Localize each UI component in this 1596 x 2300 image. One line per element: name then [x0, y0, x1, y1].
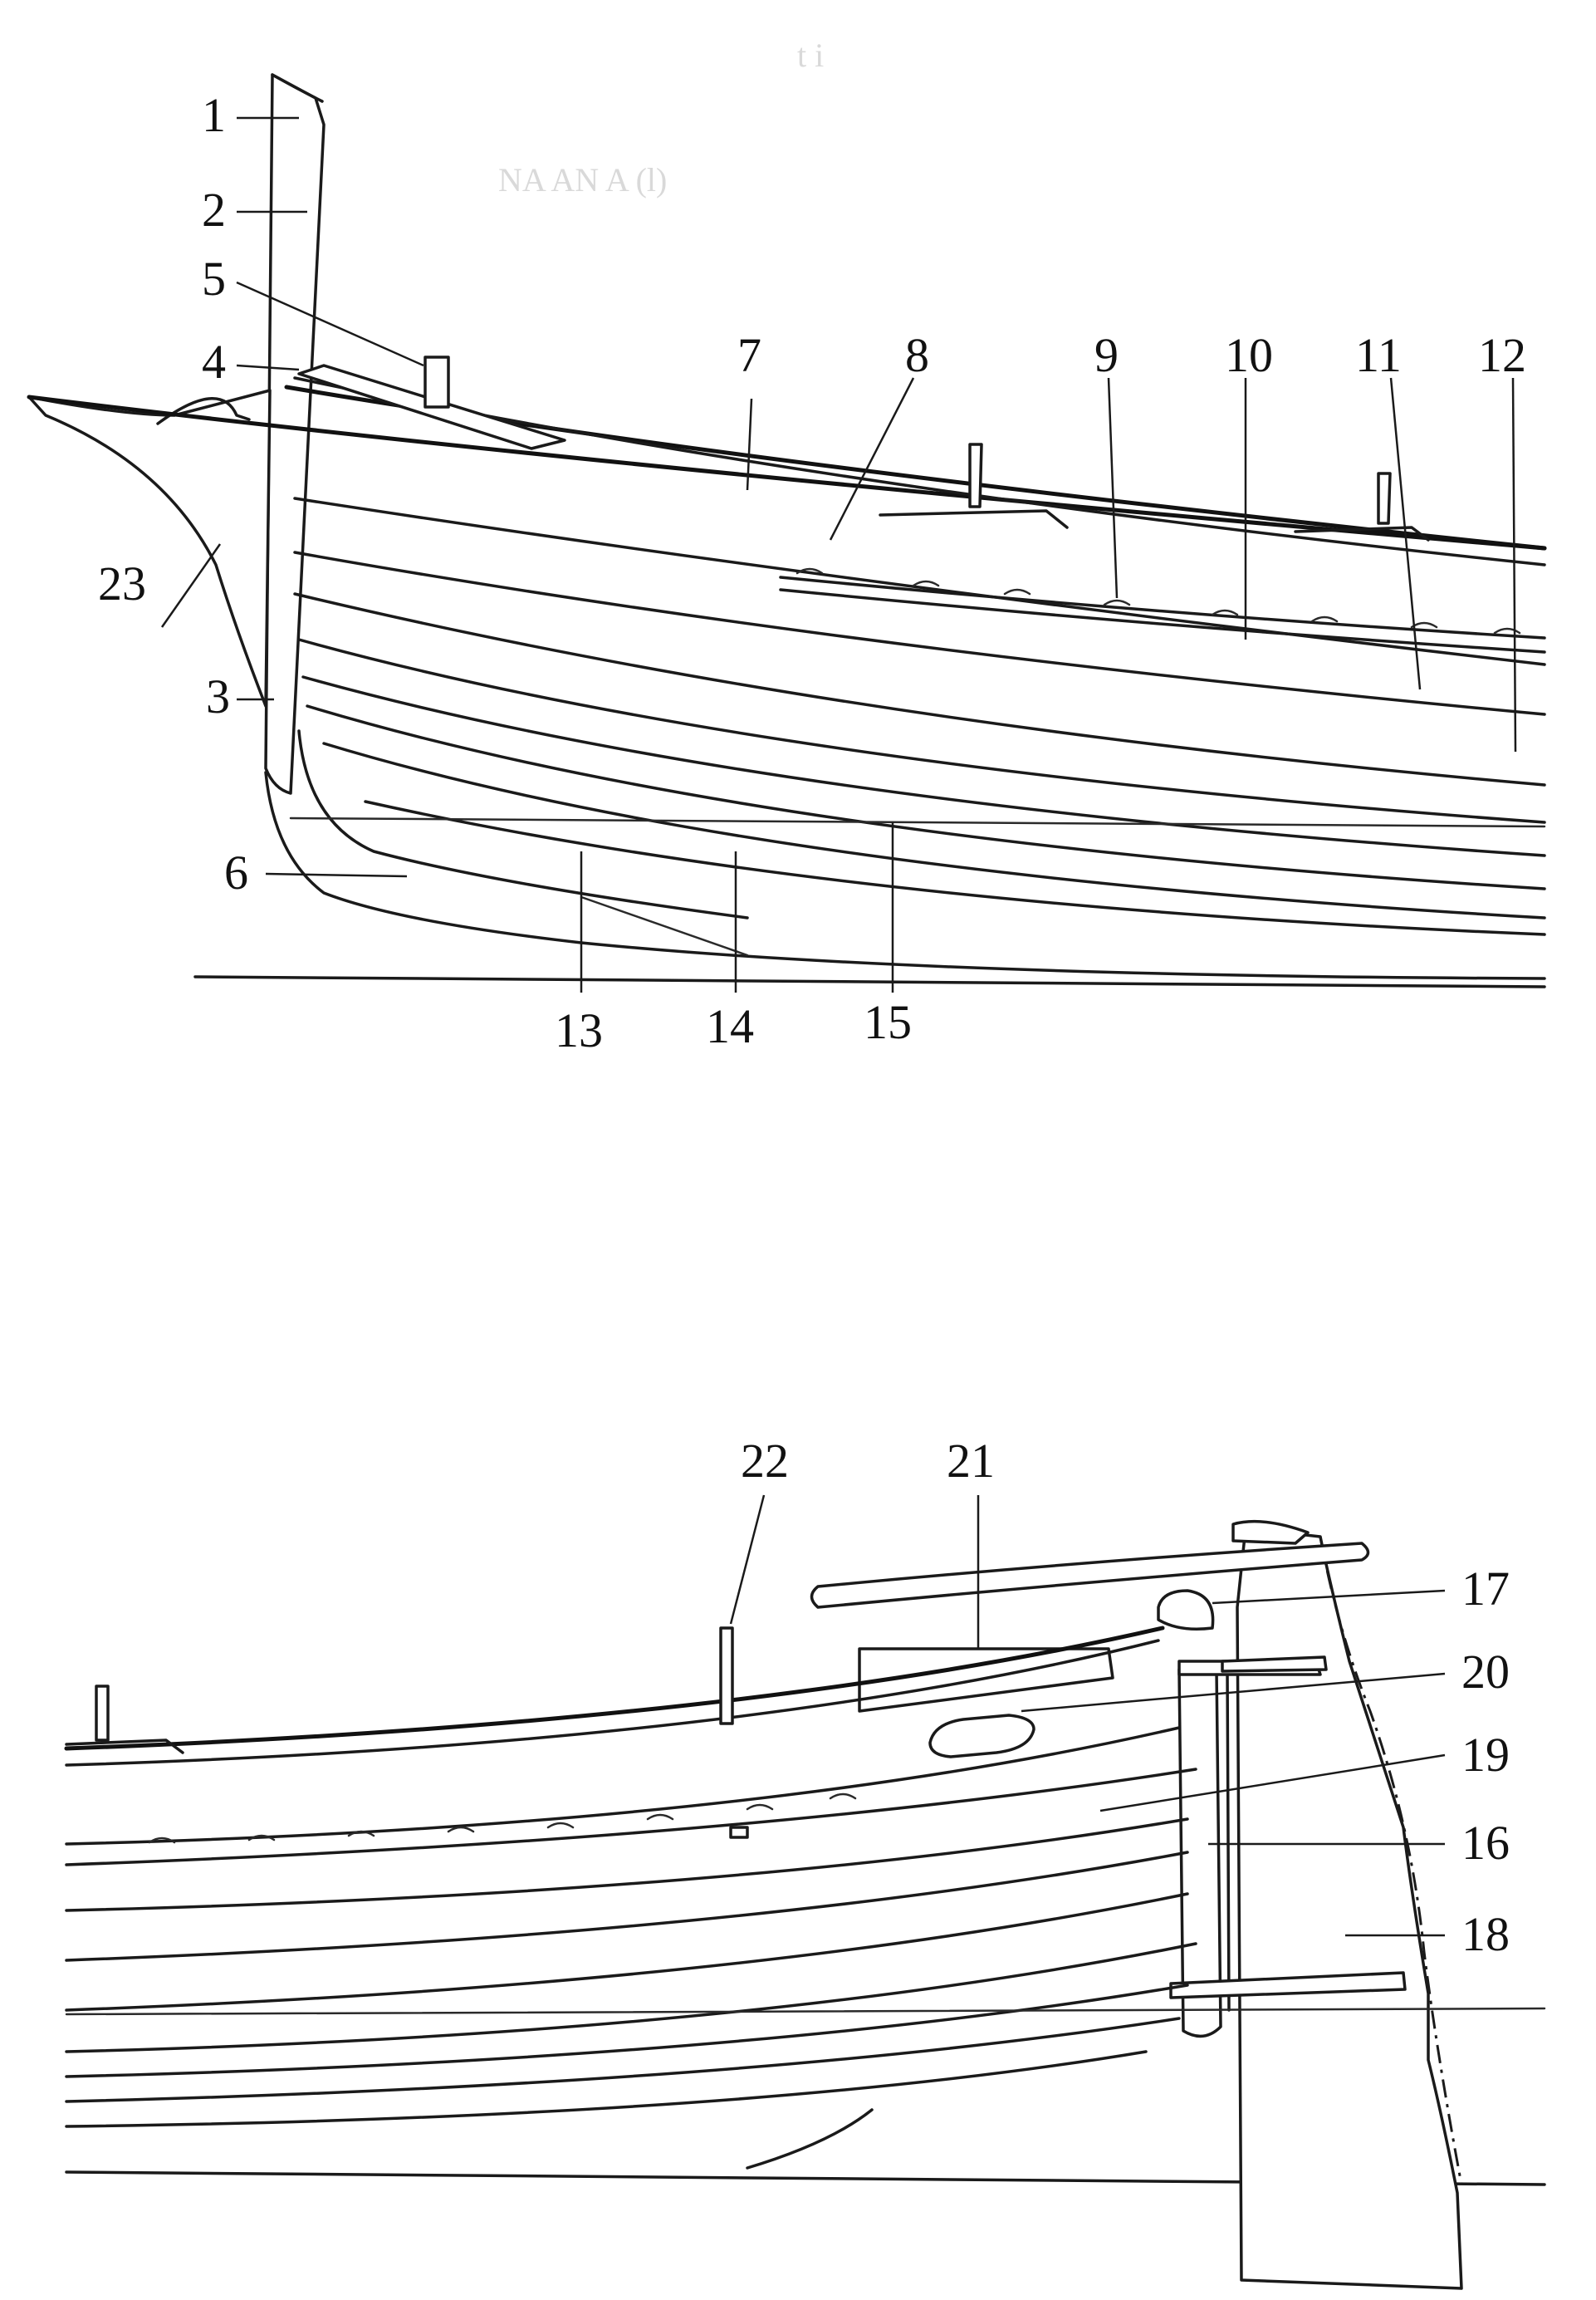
callout-20: 20: [1461, 1645, 1510, 1699]
transom-horn: [1157, 1589, 1215, 1631]
bowsprit: [27, 395, 1547, 551]
oval-port: [928, 1714, 1035, 1758]
svg-text:t i: t i: [797, 37, 824, 74]
stern-rivets: [148, 1792, 857, 1844]
rubbing-strake-lower: [779, 588, 1546, 654]
callout-18: 18: [1461, 1907, 1510, 1961]
stern-strake-4: [65, 1851, 1189, 1962]
callout-17: 17: [1461, 1562, 1510, 1616]
garboard: [580, 895, 749, 957]
thole-1: [968, 443, 983, 508]
leader-22: [729, 1494, 766, 1625]
bow-baseline: [193, 975, 1546, 988]
callout-15: 15: [864, 995, 912, 1049]
tiller: [1231, 1519, 1310, 1545]
stern-hatch: [65, 1738, 184, 1754]
callout-9: 9: [1094, 328, 1119, 382]
rubbing-strake: [779, 576, 1546, 640]
leader-17: [1212, 1589, 1446, 1605]
thole-2: [1377, 472, 1392, 525]
bow-view: t i NA AN A (l): [27, 37, 1547, 1057]
hatch-1: [879, 509, 1069, 529]
stern-strake-9: [65, 2050, 1148, 2128]
strake-3: [293, 592, 1546, 787]
stern-waterline: [65, 2007, 1546, 2016]
leader-8: [829, 377, 915, 541]
callout-10: 10: [1225, 328, 1273, 382]
callout-7: 7: [737, 328, 761, 382]
rudder: [1236, 1527, 1463, 2290]
stern-sheer-strake: [65, 1639, 1160, 1767]
stern-strake-6: [65, 1942, 1197, 2053]
stern-strake-2: [65, 1768, 1197, 1866]
leader-12: [1511, 377, 1517, 753]
stern-thole: [95, 1685, 110, 1742]
callout-21: 21: [947, 1434, 995, 1488]
callout-6: 6: [224, 846, 248, 900]
callout-22: 22: [741, 1434, 789, 1488]
stern-strake-8: [65, 2017, 1181, 2103]
leader-9: [1107, 377, 1119, 599]
strake-6: [306, 704, 1546, 890]
strake-7: [322, 742, 1546, 920]
callout-19: 19: [1461, 1728, 1510, 1782]
stem-head: [271, 73, 324, 103]
hatch-2: [1294, 526, 1430, 542]
stem-post: [264, 73, 326, 795]
callout-4: 4: [202, 335, 226, 389]
leader-11: [1389, 377, 1422, 690]
forefoot-inner: [297, 729, 749, 920]
stern-strake-7: [65, 1984, 1189, 2078]
cutwater: [27, 389, 272, 708]
strake-2: [293, 551, 1546, 716]
thole-22: [719, 1626, 734, 1725]
callout-1: 1: [202, 88, 226, 142]
strake-1: [293, 497, 1546, 666]
tiller-rail: [810, 1542, 1370, 1609]
callout-5: 5: [202, 252, 226, 306]
leader-5: [236, 281, 424, 367]
upper-gudgeon: [1221, 1655, 1328, 1673]
stern-strake-5: [65, 1892, 1189, 2012]
svg-text:NA AN A (l): NA AN A (l): [498, 161, 667, 199]
leader-20: [1021, 1672, 1446, 1713]
stern-gunwale: [64, 1626, 1165, 1751]
stern-strake-3: [65, 1817, 1189, 1912]
leader-7: [746, 398, 753, 491]
callout-8: 8: [905, 328, 929, 382]
callout-2: 2: [202, 183, 226, 237]
stern-strake-1: [65, 1726, 1181, 1846]
stern-view: 22 21 17 20 19 16 18: [64, 1434, 1546, 2290]
lower-pintle: [1169, 1971, 1407, 1999]
quarter-hatch: [858, 1647, 1114, 1713]
bitt-post: [423, 356, 450, 409]
rudder-outline-dashed: [1319, 1536, 1463, 2185]
callout-12: 12: [1478, 328, 1526, 382]
callout-16: 16: [1461, 1816, 1510, 1870]
cleat: [729, 1826, 749, 1839]
leader-19: [1099, 1753, 1446, 1812]
leader-4: [236, 364, 300, 371]
sternpost-inner: [1226, 1668, 1231, 2012]
callout-3: 3: [206, 669, 230, 723]
sheer-strake-top: [293, 376, 1546, 566]
strake-4: [297, 638, 1546, 824]
callout-14: 14: [706, 999, 754, 1053]
callout-11: 11: [1355, 328, 1402, 382]
strake-5: [301, 675, 1546, 857]
waterline: [289, 817, 1546, 828]
leader-6: [265, 872, 408, 878]
callout-23: 23: [98, 557, 146, 611]
rivets: [796, 567, 1521, 635]
stern-heel: [746, 2108, 874, 2170]
leader-23: [160, 543, 222, 628]
callout-13: 13: [555, 1003, 603, 1057]
